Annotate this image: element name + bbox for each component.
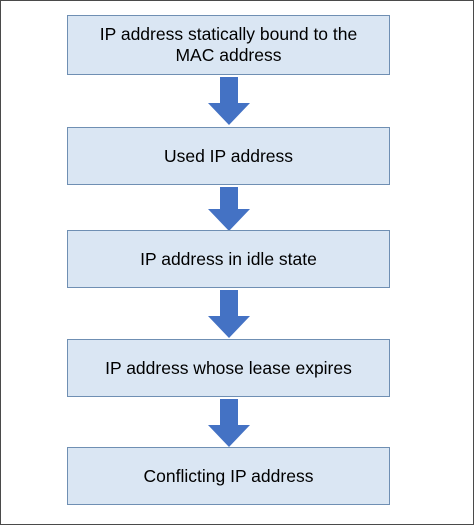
- flow-step-label: Used IP address: [163, 145, 294, 166]
- flow-step-used: Used IP address: [67, 127, 390, 185]
- flow-step-label: IP address statically bound to the MAC a…: [99, 24, 358, 65]
- down-arrow-icon: [208, 399, 250, 447]
- down-arrow-icon: [208, 187, 250, 231]
- flow-step-lease-expired: IP address whose lease expires: [67, 339, 390, 397]
- flow-step-label: IP address whose lease expires: [105, 357, 352, 378]
- down-arrow-icon: [208, 290, 250, 338]
- down-arrow-icon: [208, 77, 250, 125]
- flow-step-static-binding: IP address statically bound to the MAC a…: [67, 15, 390, 75]
- flow-step-idle: IP address in idle state: [67, 230, 390, 288]
- flow-step-label: IP address in idle state: [140, 248, 317, 269]
- flow-step-conflicting: Conflicting IP address: [67, 447, 390, 505]
- flow-step-label: Conflicting IP address: [143, 465, 314, 486]
